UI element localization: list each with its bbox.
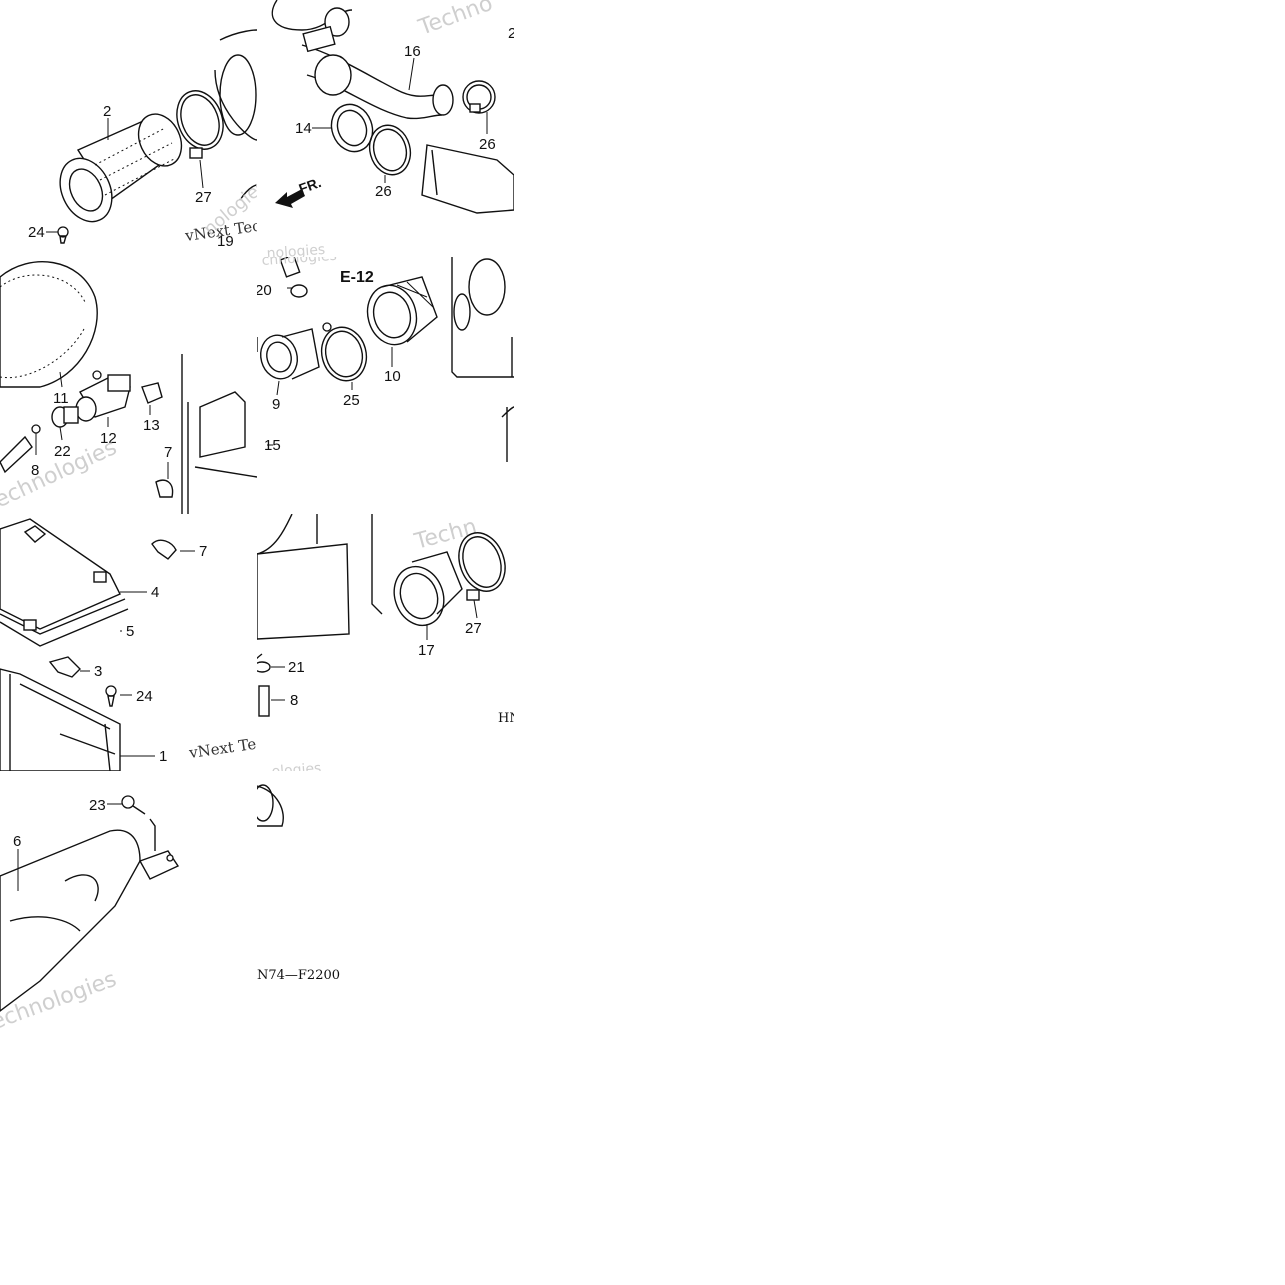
callout-21: 21 [288, 659, 305, 676]
callout-14: 14 [295, 120, 312, 137]
callout-9: 9 [272, 396, 280, 413]
diagram-tile-air-cleaner-case: 7 4 5 3 24 1 vNext Te [0, 514, 257, 771]
callout-17: 17 [418, 642, 435, 659]
watermark-text: chnologies [261, 257, 337, 269]
callout-8: 8 [290, 692, 298, 709]
diagram-tile-duct: 23 6 Technologies [0, 771, 257, 1028]
callout-27: 27 [195, 189, 212, 206]
intake-tube-drawing [271, 0, 454, 120]
callout-1: 1 [159, 748, 167, 765]
direction-arrow-icon [275, 189, 305, 208]
callout-27: 27 [465, 620, 482, 637]
callout-11: 11 [53, 390, 69, 407]
callout-2: 2 [103, 103, 111, 120]
callout-8: 8 [31, 462, 39, 479]
callout-13: 13 [143, 417, 160, 434]
callout-6: 6 [13, 833, 21, 850]
direction-label: FR. [297, 174, 324, 197]
callout-16: 16 [404, 43, 421, 60]
diagram-tile-intake-tube: Techno [257, 0, 514, 257]
callout-25: 25 [343, 392, 360, 409]
diagram-tile-air-cleaner-element: 2 27 24 vNext Tec 19 nologies [0, 0, 257, 257]
watermark-text: ologies [271, 761, 322, 771]
callout-24: 24 [28, 224, 45, 241]
callout-12: 12 [100, 430, 117, 447]
callout-24: 24 [136, 688, 153, 705]
callout-19: 19 [217, 233, 234, 250]
callout-22: 22 [54, 443, 71, 460]
air-cleaner-element-drawing [59, 113, 183, 223]
callout-26: 26 [375, 183, 392, 200]
reference-label: E-12 [340, 269, 374, 286]
drawing-code-prefix: HN [498, 711, 514, 726]
diagram-tile-inlet-joint: Techn 17 27 21 [257, 514, 514, 771]
callout-15: 15 [264, 437, 281, 454]
callout-10: 10 [384, 368, 401, 385]
callout-7: 7 [199, 543, 207, 560]
watermark-text: Techno [415, 0, 497, 41]
drawing-code: N74—F2200 [257, 968, 340, 983]
watermark-text: vNext Te [187, 735, 257, 762]
callout-23: 23 [89, 797, 106, 814]
callout-3: 3 [94, 663, 102, 680]
watermark-text: nologies [266, 242, 326, 257]
sensor-drawing [75, 370, 131, 422]
callout-26: 26 [479, 136, 496, 153]
diagram-tile-connecting-tube: E-12 20 9 25 10 15 chnologies [257, 257, 514, 514]
callout-4: 4 [151, 584, 159, 601]
callout-5: 5 [126, 623, 134, 640]
callout-20: 20 [257, 282, 272, 299]
diagram-tile-sensor-parts: 11 12 13 22 8 7 Technologies [0, 257, 257, 514]
callout-2: 2 [508, 25, 514, 42]
callout-7: 7 [164, 444, 172, 461]
diagram-tile-code: N74—F2200 [257, 771, 514, 1028]
